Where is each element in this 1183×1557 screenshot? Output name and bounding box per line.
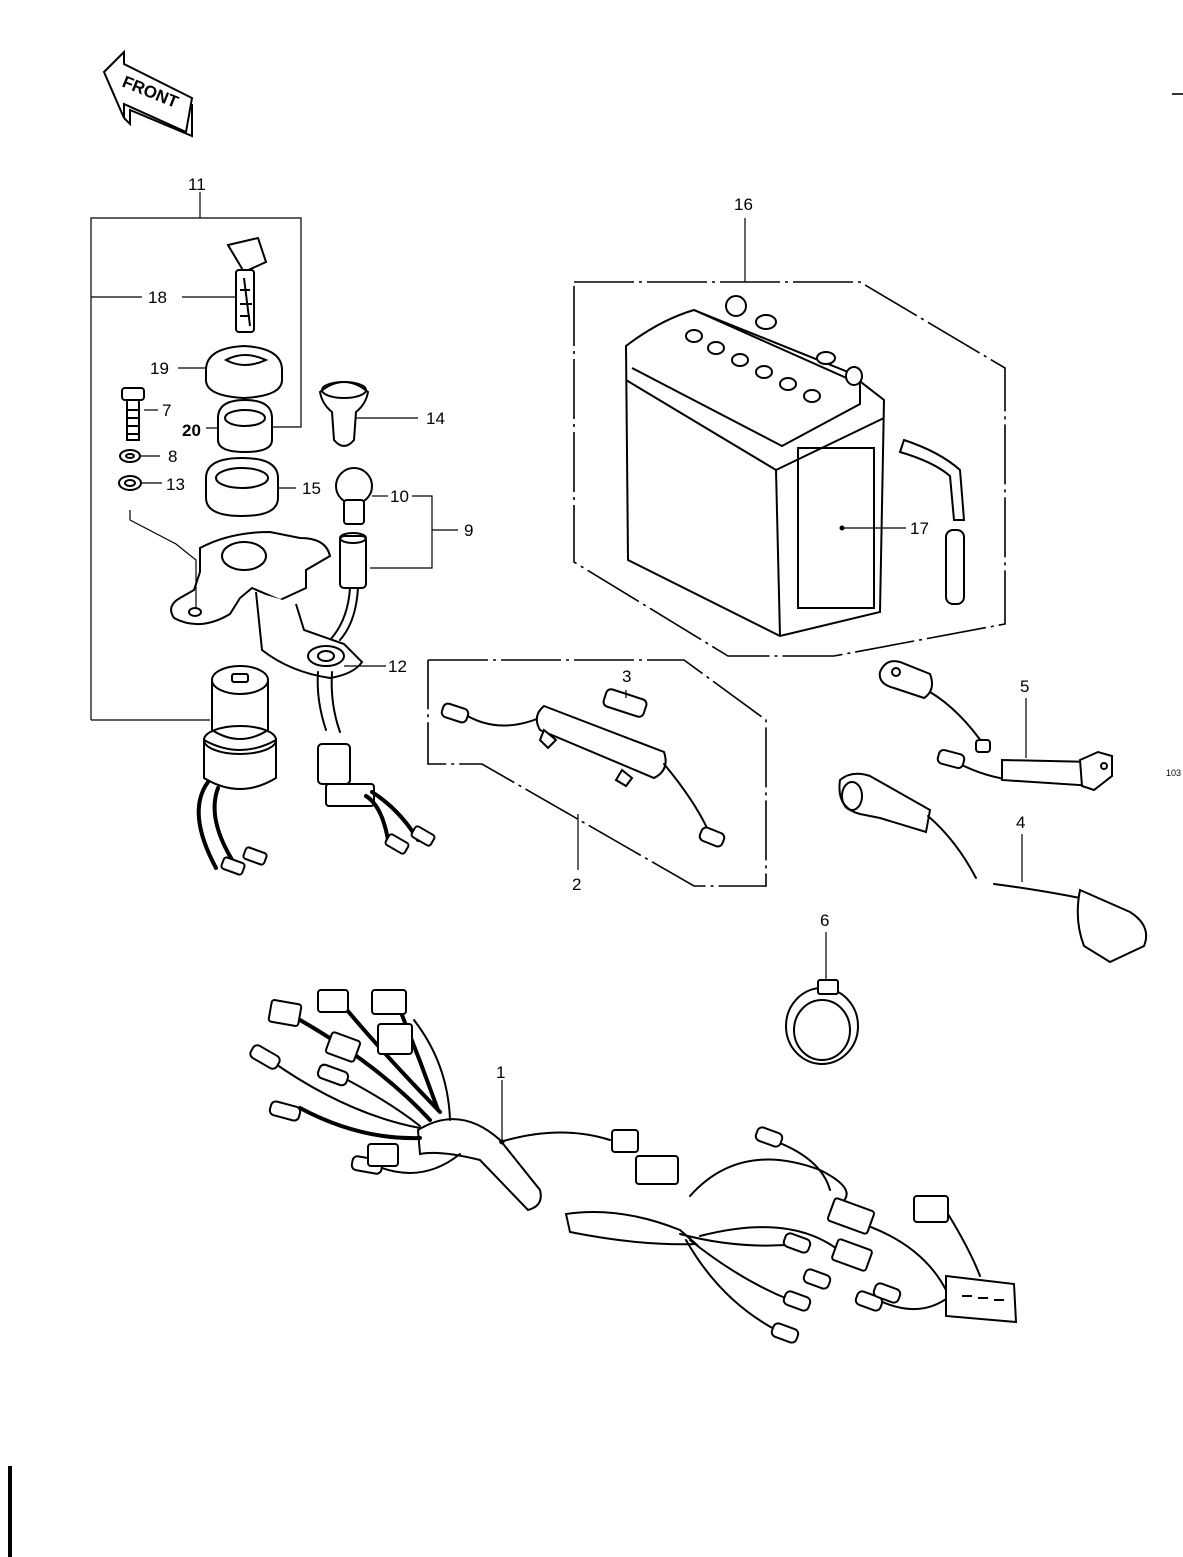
callout-12: 12: [388, 657, 407, 676]
battery-icon: [624, 295, 886, 638]
mounting-bracket-icon: [170, 530, 364, 680]
callout-15: 15: [302, 479, 321, 498]
callout-1: 1: [496, 1063, 505, 1082]
flat-washer-icon: [118, 475, 142, 491]
battery-cable-negative-icon: [936, 748, 1113, 792]
callout-14: 14: [426, 409, 445, 428]
battery-cable-boot-icon: [838, 772, 1148, 964]
bolt-icon: [121, 387, 145, 441]
side-note: 103: [1166, 768, 1181, 778]
front-arrow-icon: FRONT: [102, 49, 194, 138]
callout-11: 11: [188, 175, 206, 194]
callout-9: 9: [464, 521, 473, 540]
callout-19: 19: [150, 359, 169, 378]
callout-5: 5: [1020, 677, 1029, 696]
callout-8: 8: [168, 447, 177, 466]
callout-7: 7: [162, 401, 171, 420]
callout-18: 18: [148, 288, 167, 307]
callout-20: 20: [182, 421, 201, 440]
battery-cable-positive-icon: [878, 660, 991, 753]
rubber-bushing-icon: [205, 456, 279, 518]
inline-connector-icon: [317, 743, 375, 807]
callout-16: 16: [734, 195, 753, 214]
main-wiring-harness-icon: [249, 989, 1018, 1344]
fuse-holder-icon: [440, 702, 726, 848]
callout-4: 4: [1016, 813, 1025, 832]
switch-cap-icon: [205, 344, 283, 400]
lock-washer-icon: [119, 449, 141, 463]
callout-2: 2: [572, 875, 581, 894]
callout-6: 6: [820, 911, 829, 930]
fuse-holder-group-outline: [427, 659, 767, 887]
callout-3: 3: [622, 667, 631, 686]
fuse-icon: [602, 688, 648, 718]
callout-13: 13: [166, 475, 185, 494]
bulb-icon: [335, 467, 373, 525]
lamp-socket-cover-icon: [318, 381, 370, 447]
hose-clamp-icon: [785, 979, 859, 1065]
battery-group-outline: [573, 218, 1006, 657]
switch-terminals-icon: [220, 846, 268, 876]
ignition-switch-group: [90, 192, 302, 721]
callout-10: 10: [390, 487, 409, 506]
ignition-switch-body-icon: [203, 665, 277, 790]
key-icon: [226, 236, 268, 333]
grommet-ring-icon: [217, 398, 273, 454]
terminal-pins-icon: [384, 825, 436, 855]
bulb-socket-icon: [329, 532, 367, 641]
callout-17: 17: [910, 519, 929, 538]
